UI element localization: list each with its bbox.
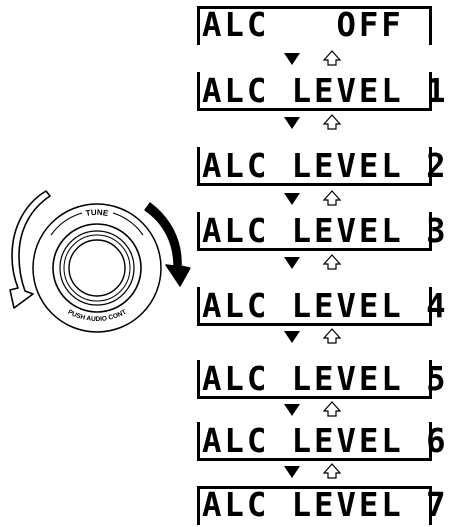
up-arrow-outline-icon xyxy=(322,328,342,344)
down-arrow-filled-icon xyxy=(284,53,300,65)
display-alc-level-3: ALC LEVEL 3 xyxy=(197,211,449,251)
down-arrow-filled-icon xyxy=(284,404,300,416)
display-text: ALC LEVEL 3 xyxy=(202,211,449,250)
display-alc-level-1: ALC LEVEL 1 xyxy=(197,71,449,111)
display-text: ALC LEVEL 4 xyxy=(202,286,449,325)
down-arrow-filled-icon xyxy=(284,331,300,343)
display-text: ALC LEVEL 7 xyxy=(202,485,449,524)
down-arrow-filled-icon xyxy=(284,117,300,129)
display-text: ALC LEVEL 2 xyxy=(202,146,449,185)
clockwise-arrow-icon xyxy=(144,202,191,287)
display-alc-level-5: ALC LEVEL 5 xyxy=(197,359,449,399)
step-arrows xyxy=(284,401,342,417)
display-alc-level-4: ALC LEVEL 4 xyxy=(197,286,449,326)
step-arrows xyxy=(284,328,342,344)
alc-level-sequence: ALC OFF ALC LEVEL 1 ALC LEVEL 2 ALC LEVE… xyxy=(197,5,449,525)
display-alc-level-7: ALC LEVEL 7 xyxy=(197,485,449,525)
step-arrows xyxy=(284,254,342,270)
step-arrows xyxy=(284,190,342,206)
display-alc-level-2: ALC LEVEL 2 xyxy=(197,146,449,186)
down-arrow-filled-icon xyxy=(284,466,300,478)
down-arrow-filled-icon xyxy=(284,193,300,205)
tune-label: TUNE xyxy=(85,208,109,218)
step-arrows xyxy=(284,114,342,130)
display-text: ALC LEVEL 5 xyxy=(202,359,449,398)
display-text: ALC LEVEL 1 xyxy=(202,71,449,110)
display-text: ALC LEVEL 6 xyxy=(202,421,449,460)
step-arrows xyxy=(284,463,342,479)
up-arrow-outline-icon xyxy=(322,401,342,417)
counterclockwise-arrow-icon xyxy=(9,190,51,309)
display-alc-level-6: ALC LEVEL 6 xyxy=(197,421,449,461)
up-arrow-outline-icon xyxy=(322,463,342,479)
display-text: ALC OFF xyxy=(202,5,404,44)
up-arrow-outline-icon xyxy=(322,190,342,206)
down-arrow-filled-icon xyxy=(284,257,300,269)
display-alc-off: ALC OFF xyxy=(197,5,432,45)
up-arrow-outline-icon xyxy=(322,114,342,130)
up-arrow-outline-icon xyxy=(322,50,342,66)
up-arrow-outline-icon xyxy=(322,254,342,270)
step-arrows xyxy=(284,50,342,66)
audio-control-knob[interactable]: TUNE PUSH AUDIO CONT xyxy=(0,100,195,365)
